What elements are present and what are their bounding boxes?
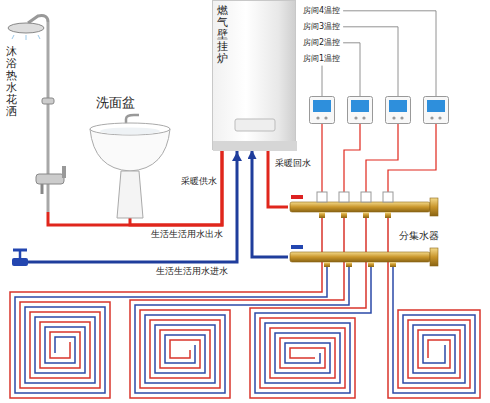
thermostat-button: [324, 116, 327, 119]
thermostat-picture: [423, 96, 449, 124]
water-spray: [26, 35, 27, 40]
end-fitting: [430, 248, 438, 266]
supply-bar: [290, 202, 430, 212]
boiler-name: 燃气壁挂炉: [217, 5, 228, 65]
leader-line: [343, 43, 360, 96]
outlet-fitting: [390, 262, 396, 267]
thermostat: 房间3温控: [385, 96, 411, 124]
actuator: [317, 192, 327, 202]
thermostat-screen: [313, 100, 331, 112]
label-holder: 采暖回水: [274, 158, 312, 169]
water-spray: [12, 35, 14, 39]
basin-pedestal: [117, 171, 143, 218]
pipe-label: 生活生活用水进水: [155, 266, 229, 277]
thermostat-label: 房间3温控: [302, 22, 341, 32]
thermostat-button: [392, 116, 395, 119]
label-holder: 生活生活用水进水: [155, 266, 229, 277]
pipe-label: 生活生活用水出水: [150, 229, 224, 240]
control-wire: [388, 124, 436, 192]
outlet-fitting: [346, 262, 352, 267]
thermostat: 房间4温控: [423, 96, 449, 124]
outlet-fitting: [324, 262, 330, 267]
outlet-fitting: [341, 212, 347, 218]
shower-head: [8, 23, 44, 33]
valve-handle: [291, 195, 303, 199]
thermostat-button: [354, 116, 357, 119]
heating-loop: [388, 212, 480, 398]
thermostat-label: 房间4温控: [302, 6, 341, 16]
valve-handle: [291, 245, 303, 249]
mixer-handle: [62, 166, 66, 178]
basin-name: 洗面盆: [96, 95, 135, 111]
thermostat-label: 房间1温控: [302, 54, 341, 64]
basin-inside: [100, 128, 160, 135]
actuator: [361, 192, 371, 202]
thermostat-body: [310, 97, 335, 124]
thermostat-body: [424, 97, 449, 124]
basin-figure: 洗面盆: [88, 95, 172, 218]
basin-figure-picture: [88, 95, 172, 218]
thermostat: 房间1温控: [309, 96, 335, 124]
actuator: [339, 192, 349, 202]
outlet-fitting: [319, 212, 325, 218]
thermostat-screen: [427, 100, 445, 112]
shower-name: 沐浴热水花洒: [6, 46, 17, 119]
flow-arrow: [232, 152, 242, 161]
thermostat-button: [362, 116, 365, 119]
thermostat-button: [430, 116, 433, 119]
end-fitting: [430, 198, 438, 216]
outlet-fitting: [368, 262, 374, 267]
pipe-label: 采暖供水: [180, 176, 218, 187]
boiler-box: 燃气壁挂炉: [212, 0, 296, 150]
thermostat-picture: [347, 96, 373, 124]
heating-loop: [250, 212, 366, 398]
outlet-fitting: [363, 212, 369, 218]
manifold-name: 分集水器: [398, 230, 440, 242]
control-wire: [366, 124, 398, 192]
thermostat-body: [386, 97, 411, 124]
thermostat-picture: [309, 96, 335, 124]
pipes: [48, 124, 436, 257]
floor-heating-loops: [10, 212, 480, 398]
heating-loop: [255, 262, 371, 393]
boiler-panel: [235, 119, 275, 131]
rod-holder: [42, 98, 54, 104]
return-bar: [290, 252, 430, 262]
thermostat-screen: [389, 100, 407, 112]
thermostat-body: [348, 97, 373, 124]
thermostat-button: [316, 116, 319, 119]
thermostat-label: 房间2温控: [302, 38, 341, 48]
shower-figure: 沐浴热水花洒: [4, 8, 80, 212]
control-wire: [344, 124, 360, 192]
leader-line: [322, 66, 323, 96]
heating-loop: [393, 262, 475, 393]
water-tap: [13, 249, 27, 252]
mixer-body: [36, 174, 64, 184]
leader-line: [343, 27, 398, 96]
shower-arm: [28, 16, 48, 23]
label-holder: 采暖供水: [180, 176, 218, 187]
water-spray: [38, 35, 40, 39]
thermostat: 房间2温控: [347, 96, 373, 124]
thermostat-screen: [351, 100, 369, 112]
water-tap: [12, 258, 28, 266]
outlet-fitting: [385, 212, 391, 218]
basin-rim: [90, 123, 170, 135]
manifold: 分集水器: [288, 192, 448, 272]
thermostat-button: [438, 116, 441, 119]
thermostat-picture: [385, 96, 411, 124]
label-holder: 生活生活用水出水: [150, 229, 224, 240]
pipe-label: 采暖回水: [274, 158, 312, 169]
actuator: [383, 192, 393, 202]
thermostat-button: [400, 116, 403, 119]
control-wire: [321, 124, 322, 192]
boiler-base: [213, 141, 297, 151]
leader-line: [343, 11, 436, 96]
mixer-spout: [41, 184, 44, 194]
